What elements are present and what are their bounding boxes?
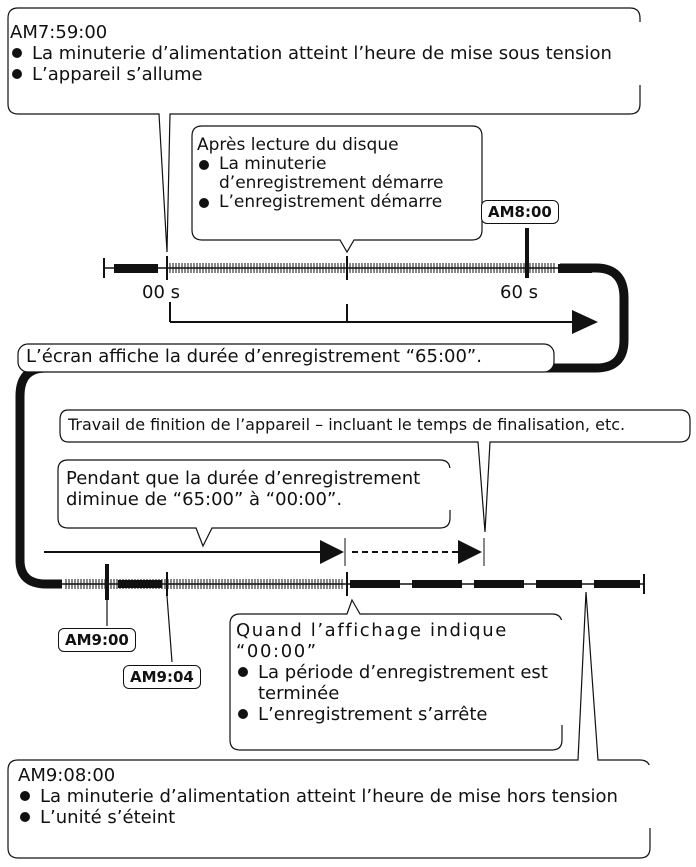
callout-finishing: Travail de finition de l’appareil – incl… bbox=[68, 414, 688, 435]
callout-during: Pendant que la durée d’enregistrement di… bbox=[66, 468, 456, 510]
callout-finish-frame bbox=[59, 409, 691, 533]
bullet-icon bbox=[238, 709, 248, 719]
after-disc-list: La minuterie d’enregistrement démarre L’… bbox=[197, 155, 477, 212]
callout-power-on: AM7:59:00 La minuterie d’alimentation at… bbox=[10, 22, 650, 85]
bullet-icon bbox=[12, 69, 22, 79]
power-off-time: AM9:08:00 bbox=[18, 765, 116, 786]
list-item: L’appareil s’allume bbox=[10, 64, 650, 85]
bullet-icon bbox=[199, 160, 209, 170]
callout-power-off: AM9:08:00 La minuterie d’alimentation at… bbox=[18, 765, 658, 828]
tag-am8: AM8:00 bbox=[481, 200, 559, 224]
callout-after-disc: Après lecture du disque La minuterie d’e… bbox=[197, 136, 477, 212]
list-item-text: La minuterie d’alimentation atteint l’he… bbox=[40, 786, 618, 807]
power-on-time: AM7:59:00 bbox=[10, 22, 108, 43]
list-item-text: La minuterie d’alimentation atteint l’he… bbox=[32, 43, 612, 64]
after-disc-title: Après lecture du disque bbox=[197, 135, 399, 155]
upper-arrow-head bbox=[572, 310, 598, 334]
tag-am904: AM9:04 bbox=[123, 665, 201, 689]
bullet-icon bbox=[12, 48, 22, 58]
list-item-text: L’appareil s’allume bbox=[32, 64, 203, 85]
list-item: L’enregistrement démarre bbox=[197, 193, 477, 212]
bullet-icon bbox=[20, 812, 30, 822]
list-item: La minuterie d’alimentation atteint l’he… bbox=[18, 786, 658, 807]
callout-screen: L’écran affiche la durée d’enregistremen… bbox=[26, 346, 546, 367]
list-item-text: L’enregistrement s’arrête bbox=[258, 704, 488, 725]
dashed-arrow-head bbox=[458, 540, 482, 564]
power-on-list: La minuterie d’alimentation atteint l’he… bbox=[10, 43, 650, 85]
lower-arrow-head bbox=[320, 540, 344, 564]
list-item-text: L’enregistrement démarre bbox=[219, 192, 443, 212]
end-title: Quand l’affichage indique “00:00” bbox=[236, 620, 508, 662]
power-off-list: La minuterie d’alimentation atteint l’he… bbox=[18, 786, 658, 828]
bullet-icon bbox=[20, 791, 30, 801]
list-item: La période d’enregistrement est terminée bbox=[236, 662, 566, 704]
list-item: L’enregistrement s’arrête bbox=[236, 704, 566, 725]
label-00s: 00 s bbox=[142, 282, 181, 303]
list-item-text: L’unité s’éteint bbox=[40, 807, 176, 828]
list-item: L’unité s’éteint bbox=[18, 807, 658, 828]
bullet-icon bbox=[238, 667, 248, 677]
end-list: La période d’enregistrement est terminée… bbox=[236, 662, 566, 725]
list-item: La minuterie d’enregistrement démarre bbox=[197, 155, 477, 193]
list-item-text: La période d’enregistrement est terminée bbox=[258, 662, 548, 704]
list-item-text: La minuterie d’enregistrement démarre bbox=[219, 154, 444, 193]
label-60s: 60 s bbox=[500, 282, 539, 303]
am904-pointer bbox=[166, 595, 173, 663]
list-item: La minuterie d’alimentation atteint l’he… bbox=[10, 43, 650, 64]
tag-am9: AM9:00 bbox=[58, 628, 136, 652]
callout-end: Quand l’affichage indique “00:00” La pér… bbox=[236, 620, 566, 725]
bullet-icon bbox=[199, 198, 209, 208]
